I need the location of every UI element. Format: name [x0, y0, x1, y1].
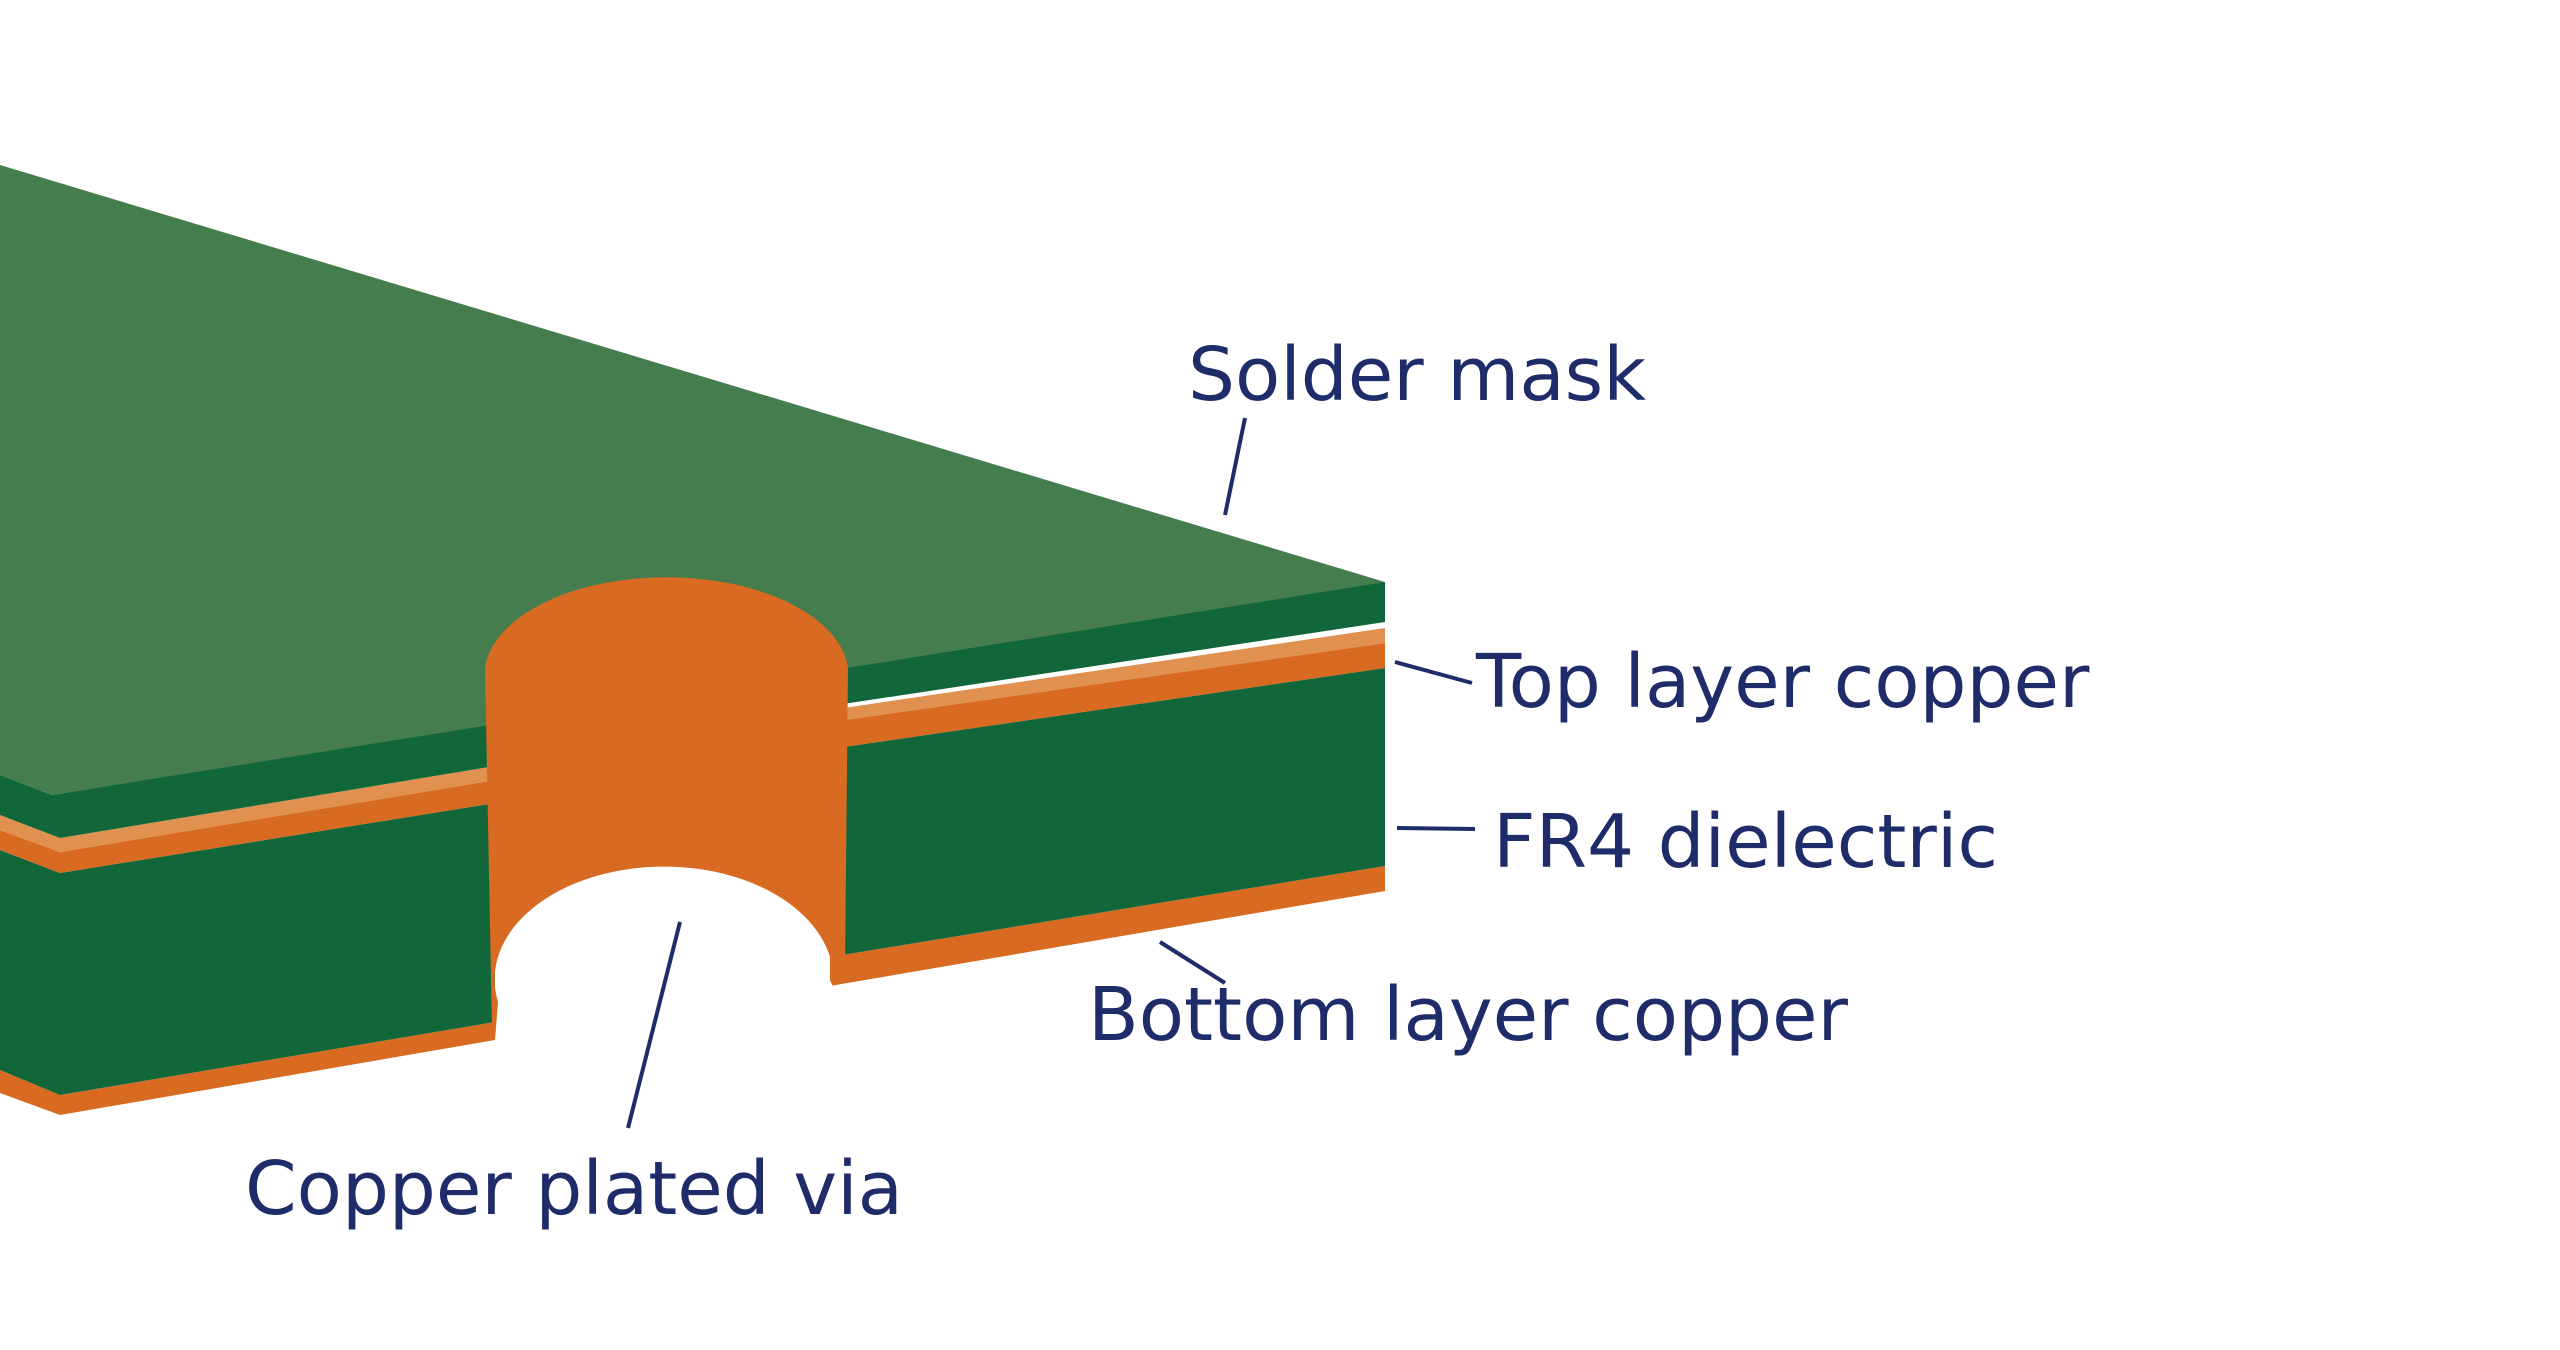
solder-mask-top-surface: [0, 165, 1385, 795]
pcb-right-slab: [830, 582, 1385, 986]
fr4-dielectric-left: [0, 803, 495, 1095]
leader-copper-plated-via: [626, 921, 682, 1129]
top-copper-highlight-right: [830, 628, 1385, 722]
bottom-copper-right: [830, 866, 1385, 986]
leader-fr4-dielectric: [1396, 826, 1476, 831]
top-copper-left: [0, 780, 495, 873]
leader-bottom-layer-copper: [1158, 940, 1227, 985]
top-copper-right: [830, 643, 1385, 749]
fr4-dielectric-right: [830, 668, 1385, 957]
label-solder-mask: Solder mask: [1188, 332, 1646, 418]
solder-mask-edge-left: [0, 722, 495, 838]
bottom-copper-left: [0, 1022, 495, 1115]
label-top-layer-copper: Top layer copper: [1475, 639, 2090, 725]
label-fr4-dielectric: FR4 dielectric: [1493, 799, 1998, 885]
leader-solder-mask: [1223, 417, 1247, 516]
top-copper-highlight-left: [0, 766, 495, 852]
label-bottom-layer-copper: Bottom layer copper: [1088, 972, 1849, 1058]
solder-mask-edge-right: [830, 582, 1385, 706]
pcb-left-slab: [0, 722, 495, 1115]
labels: Solder mask Top layer copper FR4 dielect…: [245, 332, 2090, 1232]
via-barrel: [485, 577, 848, 1040]
leader-lines: [626, 417, 1476, 1129]
label-copper-plated-via: Copper plated via: [245, 1146, 903, 1232]
leader-top-layer-copper: [1394, 660, 1473, 685]
